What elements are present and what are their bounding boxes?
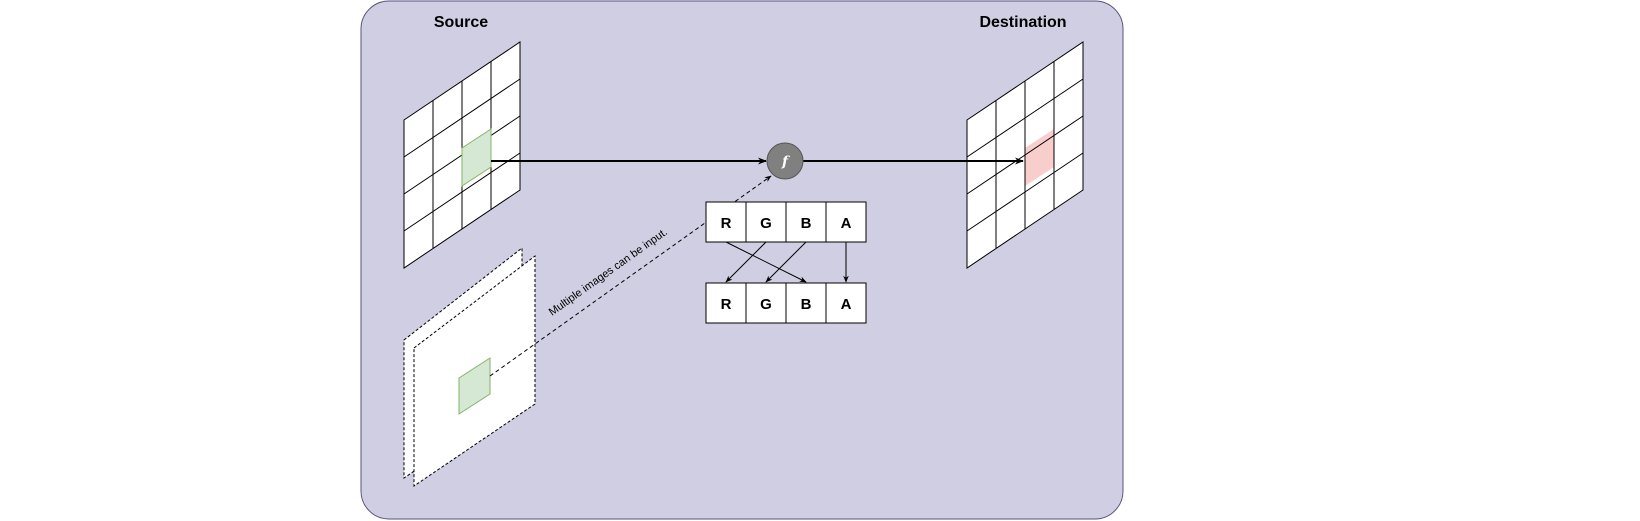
source-title: Source	[434, 14, 488, 31]
channel-row-bottom: R G B A	[705, 282, 867, 324]
additional-input-images	[403, 246, 536, 487]
channel-label-bottom-g: G	[760, 296, 772, 313]
swizzle-b-to-g-arrow	[765, 241, 807, 283]
channel-cell-bottom	[745, 282, 787, 324]
destination-selected-pixel	[1025, 129, 1054, 186]
channel-label-bottom-a: A	[841, 296, 852, 313]
channel-cell-bottom	[705, 282, 747, 324]
channel-label-top-g: G	[760, 215, 772, 232]
source-selected-pixel-overlay	[461, 128, 492, 187]
swizzle-g-to-r-arrow	[725, 241, 767, 283]
channel-label-top-r: R	[721, 215, 732, 232]
channel-label-bottom-r: R	[721, 296, 732, 313]
source-pixel-grid	[403, 41, 521, 269]
function-icon	[766, 142, 804, 180]
channel-cell-bottom	[825, 282, 867, 324]
channel-row-top: R G B A	[705, 201, 867, 243]
channel-cell-bottom	[785, 282, 827, 324]
channel-label-top-a: A	[841, 215, 852, 232]
function-node: f	[766, 142, 804, 180]
channel-label-bottom-b: B	[801, 296, 812, 313]
destination-title: Destination	[979, 14, 1066, 31]
channel-cell-top	[825, 201, 867, 243]
channel-label-top-b: B	[801, 215, 812, 232]
channel-cell-top	[705, 201, 747, 243]
input-selected-pixel	[458, 357, 491, 415]
destination-pixel-grid	[966, 41, 1084, 269]
channel-swizzle-arrows	[725, 241, 849, 283]
swizzle-r-to-b-arrow	[725, 241, 807, 283]
container-panel	[360, 0, 1124, 520]
function-symbol: f	[781, 154, 791, 170]
channel-cell-top	[745, 201, 787, 243]
